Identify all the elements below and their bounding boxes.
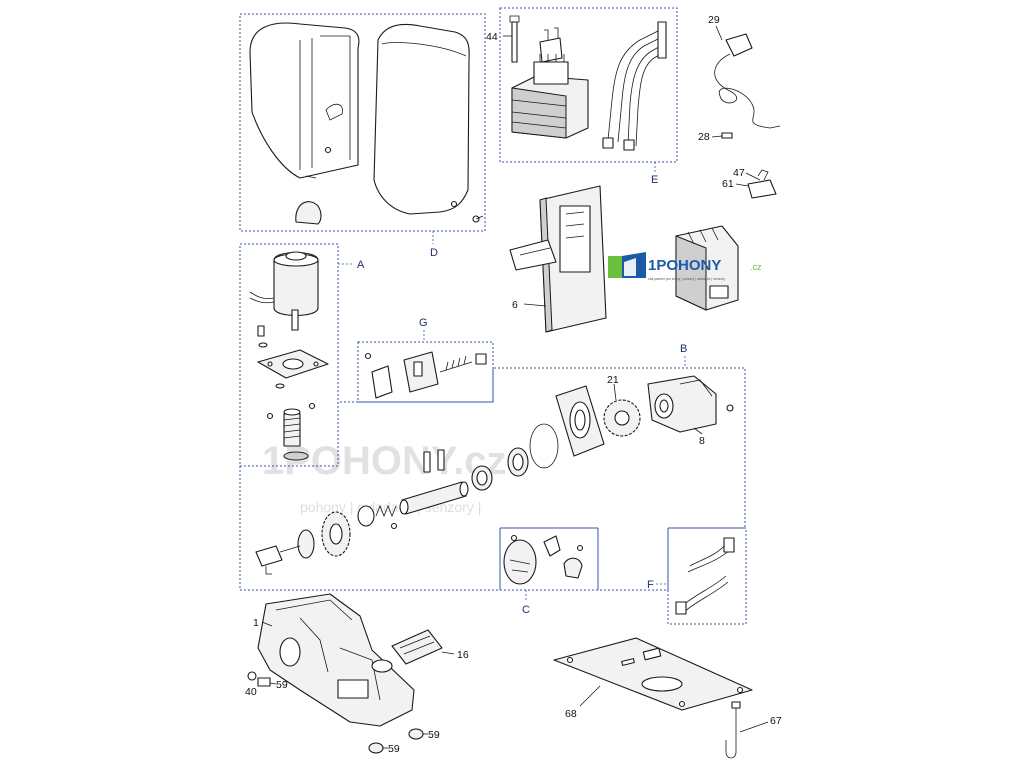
- motor-body: [273, 251, 319, 317]
- part-68-foundation-plate: 68: [553, 637, 753, 720]
- part-21-label: 21: [607, 374, 619, 386]
- part-67-label: 67: [770, 715, 782, 727]
- group-f-label: F: [647, 579, 654, 591]
- group-g-limit-switch: G: [357, 317, 494, 403]
- pin-1: [423, 451, 431, 473]
- part-47-label: 47: [733, 167, 745, 179]
- group-f-box: [667, 527, 747, 625]
- group-e-box: [499, 7, 678, 163]
- group-a-label: A: [357, 259, 365, 271]
- part-44-rod: 44: [486, 15, 520, 63]
- front-cover: [249, 22, 360, 179]
- group-b-label: B: [680, 343, 687, 355]
- part-68-label: 68: [565, 708, 577, 720]
- logo-suffix: .cz: [750, 262, 762, 272]
- group-d-label: D: [430, 247, 438, 259]
- group-e-label: E: [651, 174, 658, 186]
- part-40-59-feet: 40 59 59 59: [245, 671, 440, 755]
- part-6-mounting-plate: 6: [509, 185, 607, 333]
- part-29-label: 29: [708, 14, 720, 26]
- group-c-box: [499, 527, 599, 591]
- part-59-label-c: 59: [388, 743, 400, 755]
- foundation-plate: [553, 637, 753, 711]
- board-holder: [559, 205, 591, 273]
- part-28: 28: [698, 131, 733, 143]
- cover-knob: [295, 201, 322, 225]
- logo-tagline: váš partner pro brány | pohony | ovladač…: [648, 277, 725, 281]
- group-g-box: [357, 341, 494, 403]
- group-b-gearbox: B 21 8: [239, 343, 746, 591]
- anchor-bolt: [725, 704, 737, 759]
- group-e-transformer: E: [499, 7, 678, 186]
- control-unit: [675, 225, 739, 311]
- part-67-anchor-bolt: 67: [725, 701, 782, 759]
- part-8-label: 8: [699, 435, 705, 447]
- part-40-label: 40: [245, 686, 257, 698]
- rod-44: [511, 21, 518, 63]
- base-housing: [257, 593, 415, 727]
- bracket-61: [747, 179, 777, 199]
- part-16-terminal-block: 16: [391, 629, 469, 665]
- harness-connector: [657, 21, 667, 59]
- watermark: 1POHONY.cz pohony | ovladače | senzory |: [262, 439, 507, 515]
- pin-2: [437, 449, 445, 471]
- watermark-text: 1POHONY.cz: [262, 439, 507, 483]
- part-59-label-b: 59: [428, 729, 440, 741]
- group-d-covers: D: [239, 13, 486, 259]
- terminal-block: [391, 629, 443, 665]
- logo-text: 1POHONY: [648, 257, 721, 274]
- rear-cover: [373, 23, 470, 215]
- part-29-power-cable: 29: [708, 14, 781, 129]
- group-a-motor: A: [239, 243, 365, 467]
- power-plug: [725, 33, 753, 57]
- part-1-label: 1: [253, 617, 259, 629]
- logo-1pohony: 1POHONY .cz váš partner pro brány | poho…: [608, 252, 762, 281]
- group-g-label: G: [419, 317, 428, 329]
- part-47-61-bracket: 47 61: [722, 167, 777, 199]
- group-c-release: C: [499, 527, 599, 616]
- logo-mark-green: [608, 256, 622, 278]
- part-28-label: 28: [698, 131, 710, 143]
- part-6-label: 6: [512, 299, 518, 311]
- group-f-cable: F: [647, 527, 747, 625]
- group-c-label: C: [522, 604, 530, 616]
- o-ring: [529, 423, 559, 469]
- transformer-top: [533, 61, 569, 85]
- part-44-label: 44: [486, 31, 498, 43]
- part-1-base-housing: 1: [253, 593, 415, 727]
- part-61-label: 61: [722, 178, 734, 190]
- part-59-label-a: 59: [276, 679, 288, 691]
- group-d-box: [239, 13, 486, 232]
- part-16-label: 16: [457, 649, 469, 661]
